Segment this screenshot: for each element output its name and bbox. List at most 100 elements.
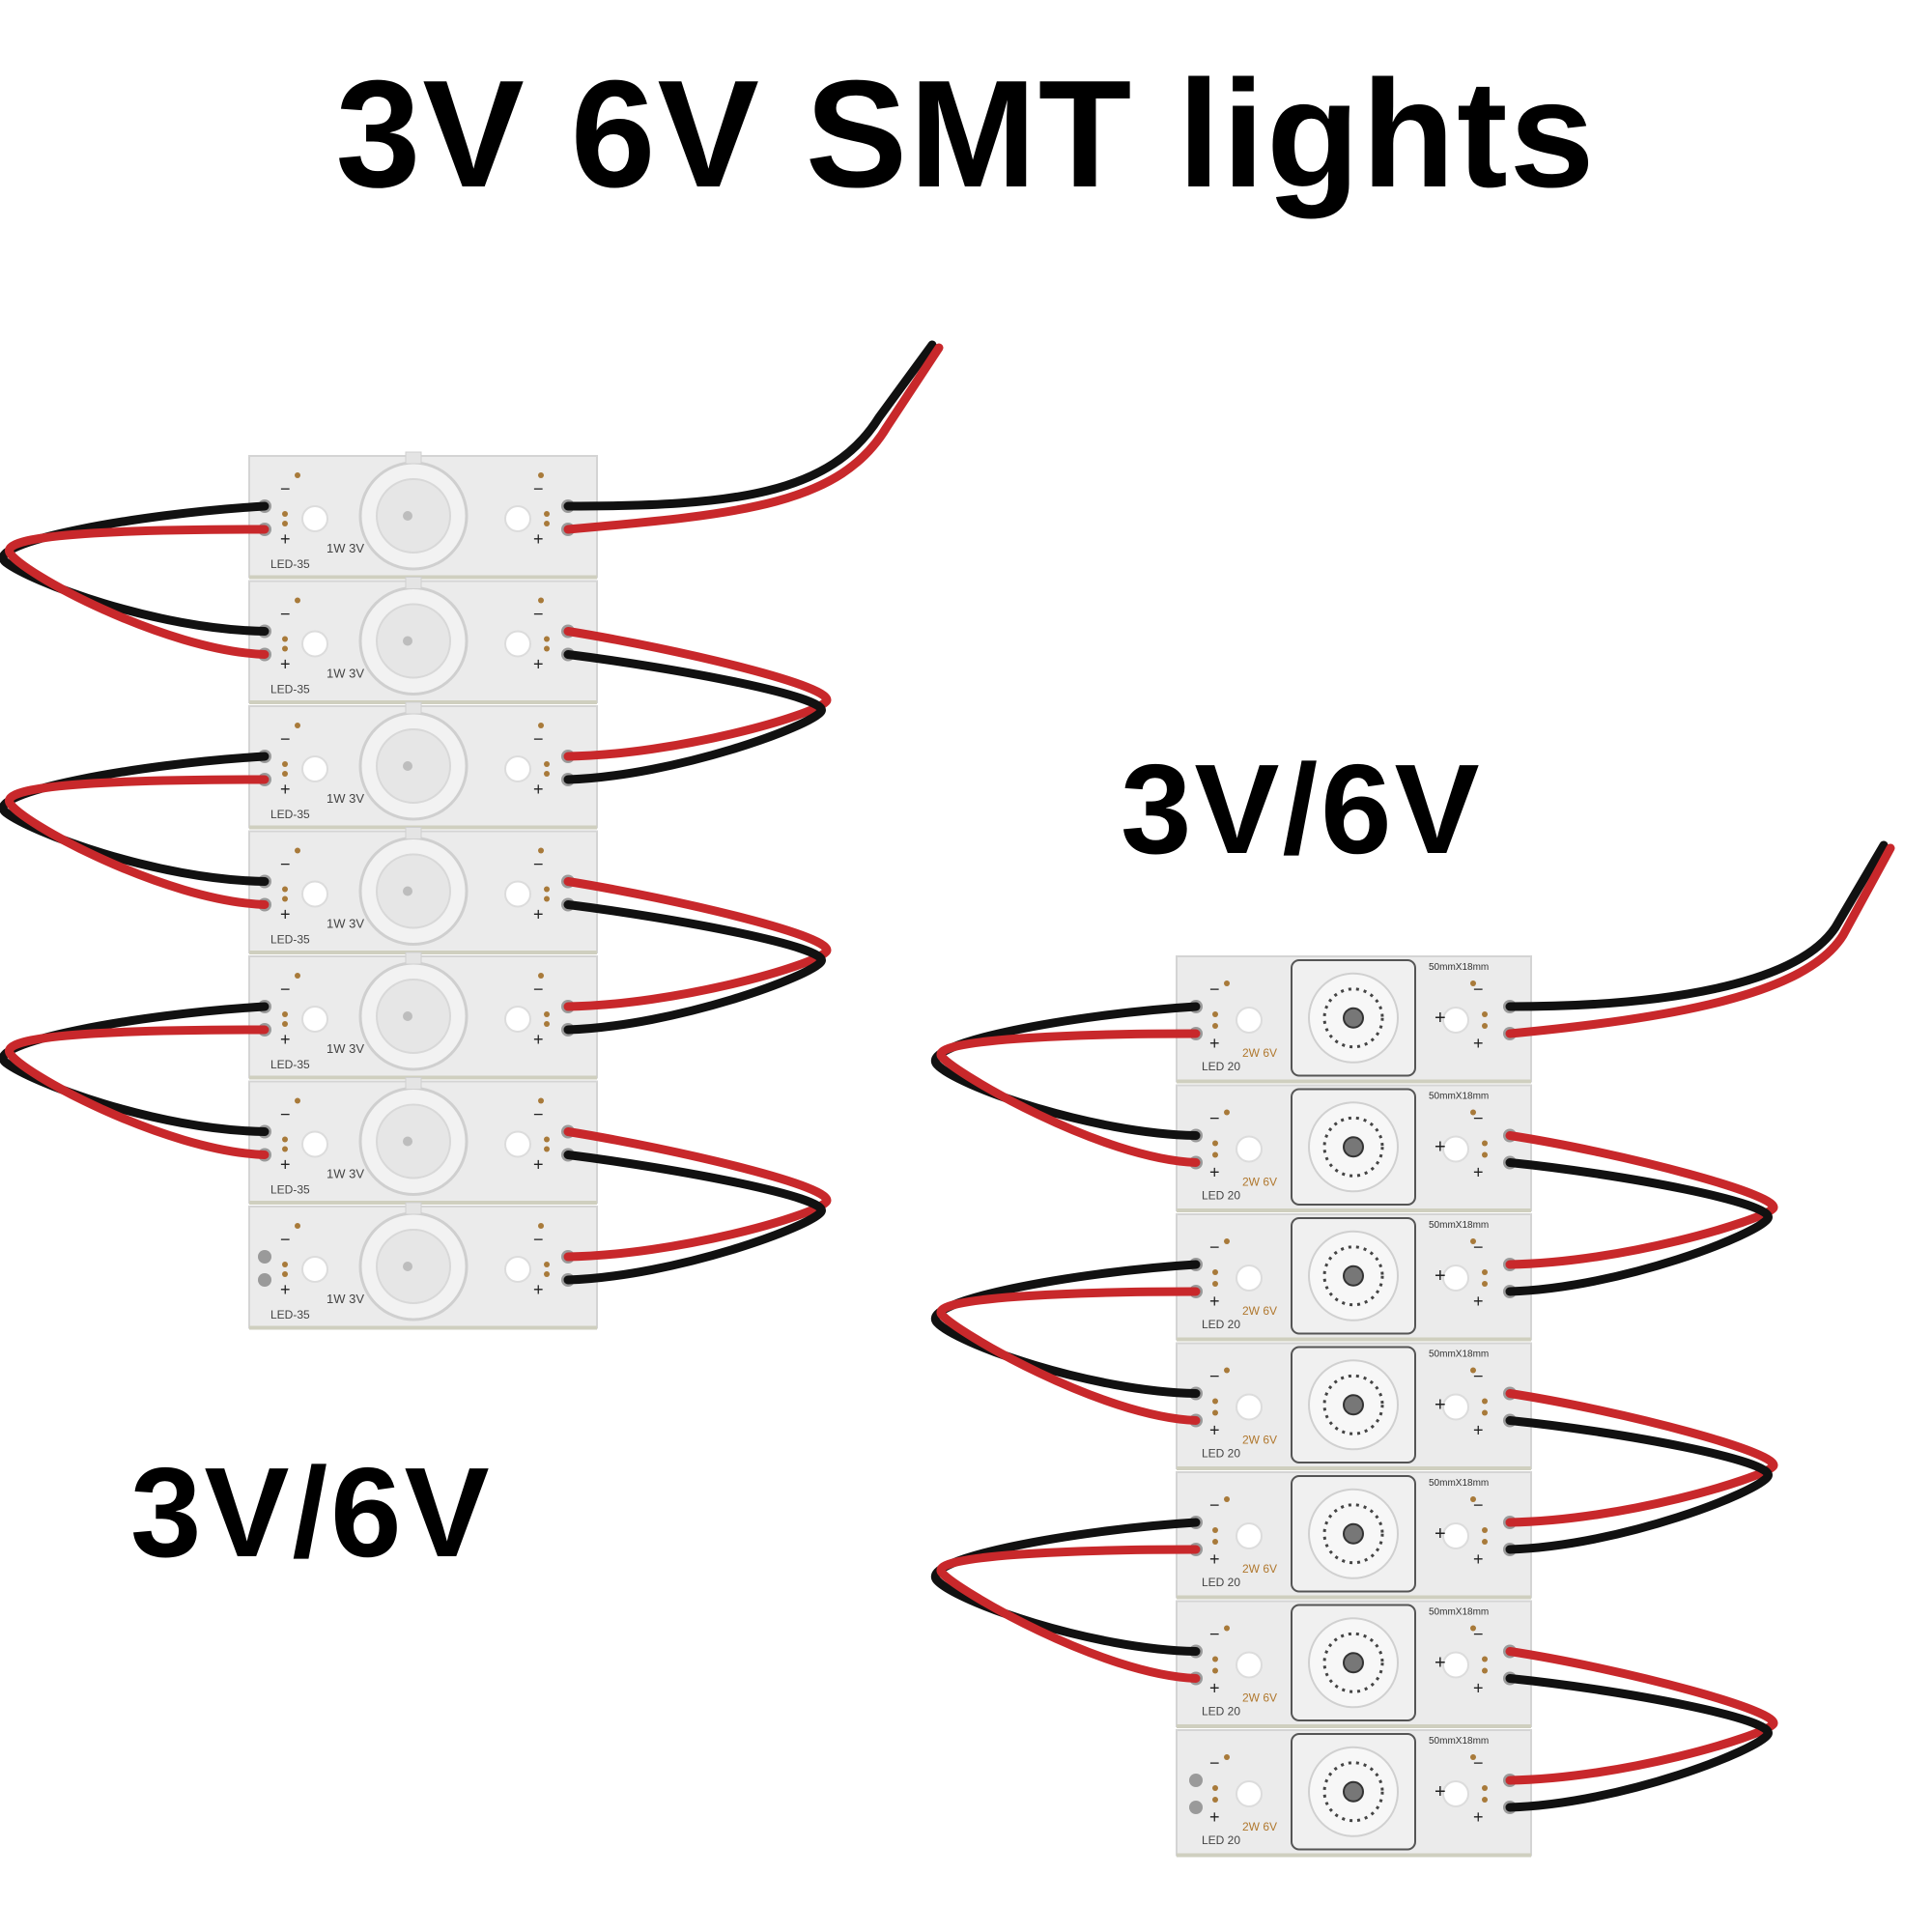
copper-dot <box>1470 1625 1476 1632</box>
wire-black <box>0 752 270 886</box>
minus-sign: − <box>1209 980 1220 999</box>
wire-black <box>0 501 270 636</box>
lens-inner <box>376 1229 451 1304</box>
lens-ring <box>1322 1374 1384 1435</box>
copper-dot <box>282 511 288 517</box>
minus-sign: − <box>533 729 544 749</box>
copper-dot <box>1482 1023 1488 1029</box>
plus-sign: + <box>1473 1421 1484 1440</box>
pcb-divider <box>1177 1724 1531 1728</box>
minus-sign: − <box>533 855 544 874</box>
plus-sign: + <box>1435 1395 1446 1416</box>
copper-dot <box>282 771 288 777</box>
pcb-divider <box>1177 1208 1531 1212</box>
plus-sign: + <box>533 1155 544 1175</box>
mounting-hole <box>504 880 531 908</box>
copper-dot <box>1482 1797 1488 1803</box>
lens-tab <box>405 827 422 839</box>
minus-sign: − <box>280 1230 291 1249</box>
mounting-hole <box>1442 1264 1469 1292</box>
copper-dot <box>1224 1496 1230 1502</box>
copper-dot <box>538 1223 544 1229</box>
copper-dot <box>295 973 300 979</box>
wire-black <box>930 1002 1201 1140</box>
copper-dot <box>1212 1398 1218 1405</box>
model-label: LED-35 <box>270 933 310 947</box>
size-label: 50mmX18mm <box>1429 1736 1489 1747</box>
minus-sign: − <box>1209 1625 1220 1644</box>
mounting-hole <box>1236 1522 1263 1549</box>
mounting-hole <box>504 1006 531 1033</box>
lens-inner <box>376 853 451 929</box>
copper-dot <box>1212 1281 1218 1287</box>
plus-sign: + <box>280 529 291 549</box>
mounting-hole <box>1442 1651 1469 1679</box>
wire-black <box>930 1260 1201 1398</box>
copper-dot <box>1224 980 1230 986</box>
mounting-hole <box>301 1256 328 1283</box>
copper-dot <box>538 723 544 728</box>
plus-sign: + <box>1435 1265 1446 1287</box>
rating-label: 2W 6V <box>1242 1046 1277 1060</box>
lens-tab <box>405 1077 422 1090</box>
minus-sign: − <box>1473 1367 1484 1386</box>
model-label: LED 20 <box>1202 1447 1240 1461</box>
model-label: LED-35 <box>270 1183 310 1197</box>
solder-pad <box>1189 1801 1203 1814</box>
rating-label: 1W 3V <box>327 667 364 681</box>
lens-ring <box>1322 1503 1384 1565</box>
lens-center <box>403 636 412 646</box>
mounting-hole <box>301 630 328 658</box>
wire-black <box>563 650 826 784</box>
copper-dot <box>1224 1238 1230 1244</box>
copper-dot <box>1482 1539 1488 1545</box>
copper-dot <box>282 1136 288 1143</box>
minus-sign: − <box>1473 1625 1484 1644</box>
lens-ring <box>1322 987 1384 1049</box>
led-chip <box>1343 1136 1364 1158</box>
copper-dot <box>544 1136 550 1143</box>
wire-black <box>1505 1416 1773 1554</box>
copper-dot <box>544 1262 550 1267</box>
copper-dot <box>1482 1151 1488 1158</box>
copper-dot <box>282 1146 288 1152</box>
copper-dot <box>282 1271 288 1277</box>
rating-label: 1W 3V <box>327 791 364 806</box>
copper-dot <box>295 1223 300 1229</box>
mounting-hole <box>1442 1780 1469 1807</box>
lens-tab <box>405 451 422 465</box>
copper-dot <box>544 521 550 526</box>
minus-sign: − <box>280 729 291 749</box>
lens-center <box>403 1011 412 1021</box>
lens-ring <box>1322 1761 1384 1823</box>
mounting-hole <box>1236 1651 1263 1679</box>
copper-dot <box>538 973 544 979</box>
copper-dot <box>1212 1527 1218 1533</box>
plus-sign: + <box>1435 1137 1446 1158</box>
led-chip <box>1343 1652 1364 1674</box>
lens-center <box>403 511 412 521</box>
copper-dot <box>282 1021 288 1027</box>
plus-sign: + <box>1473 1549 1484 1569</box>
wire-red <box>936 1029 1201 1167</box>
plus-sign: + <box>533 780 544 799</box>
mounting-hole <box>504 630 531 658</box>
copper-dot <box>1224 1109 1230 1116</box>
mounting-hole <box>504 755 531 782</box>
copper-dot <box>1224 1367 1230 1374</box>
pcb-divider <box>249 700 597 704</box>
minus-sign: − <box>280 605 291 624</box>
wire-red <box>563 877 832 1011</box>
copper-dot <box>544 645 550 652</box>
plus-sign: + <box>280 1155 291 1175</box>
copper-dot <box>1482 1656 1488 1662</box>
pcb-divider <box>249 575 597 580</box>
led-chip <box>1343 1522 1364 1545</box>
minus-sign: − <box>280 855 291 874</box>
plus-sign: + <box>280 780 291 799</box>
copper-dot <box>538 847 544 854</box>
copper-dot <box>1482 1398 1488 1405</box>
